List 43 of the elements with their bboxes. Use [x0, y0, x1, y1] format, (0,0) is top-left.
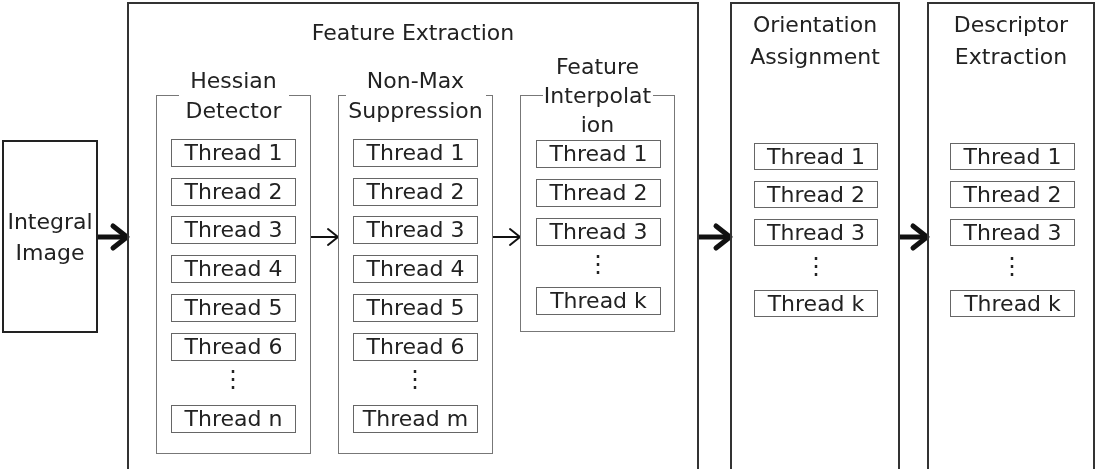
- ellipsis-mark: ⋮: [586, 251, 610, 277]
- thread-box: Thread n: [171, 405, 296, 433]
- thread-box: Thread 2: [754, 181, 878, 208]
- thread-box: Thread 3: [536, 218, 661, 246]
- thread-box: Thread 3: [950, 219, 1075, 246]
- stage-panel: [730, 2, 900, 469]
- thread-box: Thread k: [950, 290, 1075, 317]
- thread-box: Thread 3: [171, 216, 296, 244]
- thread-box: Thread 2: [353, 178, 478, 206]
- thread-box: Thread 4: [353, 255, 478, 283]
- stage-panel: [927, 2, 1095, 469]
- ellipsis-mark: ⋮: [1000, 253, 1024, 279]
- thread-box: Thread k: [536, 287, 661, 315]
- thread-box: Thread 2: [950, 181, 1075, 208]
- arrow: [699, 223, 733, 251]
- thread-box: Thread m: [353, 405, 478, 433]
- thread-box: Thread 3: [353, 216, 478, 244]
- stage-title: Descriptor Extraction: [952, 11, 1070, 71]
- thread-box: Thread 2: [536, 179, 661, 207]
- stage-panel: [127, 2, 699, 469]
- arrow: [900, 223, 930, 251]
- ellipsis-mark: ⋮: [804, 253, 828, 279]
- thread-box: Thread 1: [536, 140, 661, 168]
- ellipsis-mark: ⋮: [221, 366, 245, 392]
- arrow: [492, 228, 521, 246]
- thread-box: Thread 3: [754, 219, 878, 246]
- thread-box: Thread 4: [171, 255, 296, 283]
- thread-box: Thread 1: [950, 143, 1075, 170]
- thread-box: Thread 1: [754, 143, 878, 170]
- stage-title: Orientation Assignment: [749, 11, 881, 71]
- thread-box: Thread 5: [171, 294, 296, 322]
- ellipsis-mark: ⋮: [403, 366, 427, 392]
- stage-title: Feature Extraction: [311, 19, 515, 47]
- arrow: [310, 228, 339, 246]
- thread-box: Thread 1: [353, 139, 478, 167]
- arrow: [98, 223, 130, 251]
- thread-box: Thread 1: [171, 139, 296, 167]
- thread-box: Thread 5: [353, 294, 478, 322]
- thread-box: Thread 6: [171, 333, 296, 361]
- process-box: Integral Image: [2, 140, 98, 333]
- thread-box: Thread k: [754, 290, 878, 317]
- thread-box: Thread 6: [353, 333, 478, 361]
- thread-box: Thread 2: [171, 178, 296, 206]
